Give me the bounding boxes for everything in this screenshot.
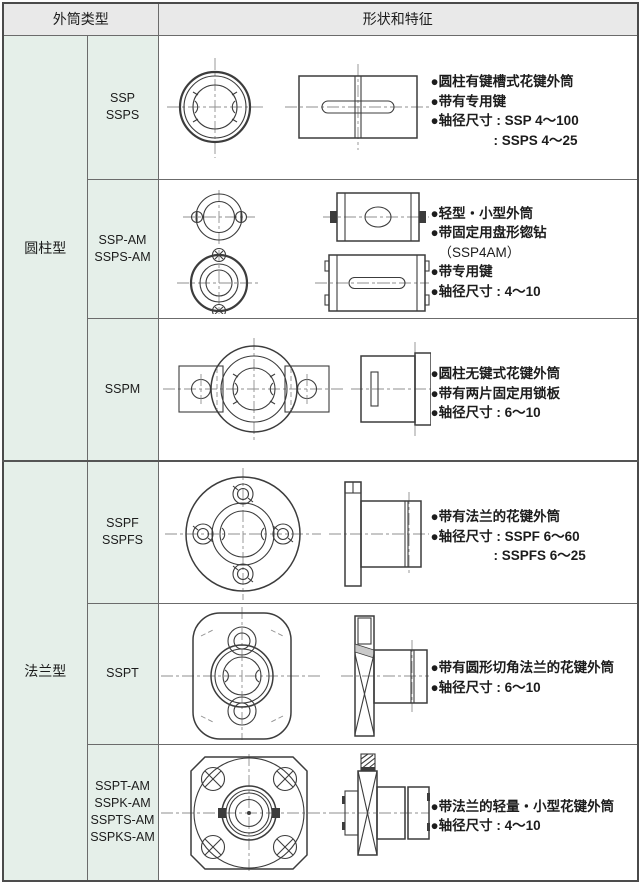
content-sspt-am: ●带法兰的轻量・小型花键外筒 ●轴径尺寸 : 4～10: [157, 743, 639, 882]
feature-line: ●轴径尺寸 : 4～10: [430, 283, 541, 299]
side-view: [336, 753, 430, 856]
front-view: [160, 754, 339, 873]
feature-list-sspm: ●圆柱无键式花键外筒 ●带有两片固定用锁板 ●轴径尺寸 : 6～10: [431, 356, 638, 423]
sspf-front-side-view: [164, 468, 429, 601]
group-label-cylindrical: 圆柱型: [2, 34, 88, 462]
model-name: SSP-AM: [98, 232, 147, 247]
feature-list-sspf: ●带有法兰的花键外筒 ●轴径尺寸 : SSPF 6～60 : SSPFS 6～2…: [431, 499, 638, 566]
feature-line: ●圆柱无键式花键外筒: [430, 366, 561, 381]
feature-line: ●带有圆形切角法兰的花键外筒: [430, 660, 615, 675]
model-cell-sspf: SSPF SSPFS: [86, 460, 159, 604]
feature-list-sspt-am: ●带法兰的轻量・小型花键外筒 ●轴径尺寸 : 4～10: [431, 789, 638, 836]
ssp-am-front-side-view: [176, 189, 430, 314]
side-view-bottom: [314, 253, 430, 312]
model-name: SSP: [109, 91, 135, 105]
feature-list-ssp: ●圆柱有键槽式花键外筒 ●带有专用键 ●轴径尺寸 : SSP 4～100 : S…: [431, 64, 638, 150]
content-sspf: ●带有法兰的花键外筒 ●轴径尺寸 : SSPF 6～60 : SSPFS 6～2…: [157, 460, 639, 604]
feature-line: ●圆柱有键槽式花键外筒: [430, 74, 574, 89]
feature-line: ●带有两片固定用锁板: [430, 385, 561, 401]
ssp-technical-drawing: [159, 40, 431, 174]
model-name: SSPK-AM: [94, 796, 151, 811]
side-view: [284, 64, 429, 150]
feature-line: : SSPS 4～25: [493, 132, 578, 148]
model-name: SSPS: [105, 108, 140, 122]
sspf-technical-drawing: [159, 464, 431, 601]
sspm-front-side-view: [162, 338, 431, 441]
content-sspt: ●带有圆形切角法兰的花键外筒 ●轴径尺寸 : 6～10: [157, 602, 639, 745]
model-cell-sspm: SSPM: [86, 317, 159, 462]
feature-line: ●带固定用盘形锪钻: [430, 225, 547, 241]
front-view: [164, 468, 321, 601]
group-label-flange: 法兰型: [2, 460, 88, 882]
model-cell-sspt-am: SSPT-AM SSPK-AM SSPTS-AM SSPKS-AM: [86, 743, 159, 882]
front-view: [160, 607, 323, 740]
side-view: [328, 481, 429, 587]
feature-line: ●轴径尺寸 : SSP 4～100: [430, 113, 579, 128]
side-view: [340, 615, 429, 737]
content-ssp: ●圆柱有键槽式花键外筒 ●带有专用键 ●轴径尺寸 : SSP 4～100 : S…: [157, 34, 639, 180]
model-name: SSPS-AM: [94, 249, 151, 264]
feature-line: ●带专用键: [430, 264, 493, 280]
model-name: SSPT-AM: [95, 779, 150, 794]
model-cell-ssp-am: SSP-AM SSPS-AM: [86, 178, 159, 319]
sspt-technical-drawing: [159, 606, 431, 741]
side-view-top: [322, 191, 429, 242]
sspt-am-technical-drawing: [159, 750, 431, 874]
feature-list-sspt: ●带有圆形切角法兰的花键外筒 ●轴径尺寸 : 6～10: [431, 650, 638, 697]
model-name: SSPFS: [102, 533, 143, 548]
feature-line: ●轻型・小型外筒: [430, 205, 534, 221]
model-name: SSPM: [104, 381, 141, 396]
content-ssp-am: ●轻型・小型外筒 ●带固定用盘形锪钻 （SSP4AM） ●带专用键 ●轴径尺寸 …: [157, 178, 639, 319]
ssp-front-side-view: [166, 58, 429, 158]
feature-line: ●轴径尺寸 : SSPF 6～60: [430, 528, 580, 544]
sspm-technical-drawing: [159, 322, 431, 456]
model-name: SSPF: [106, 516, 139, 531]
content-sspm: ●圆柱无键式花键外筒 ●带有两片固定用锁板 ●轴径尺寸 : 6～10: [157, 317, 639, 462]
feature-line: ●带法兰的轻量・小型花键外筒: [430, 798, 615, 814]
front-view: [166, 58, 263, 158]
feature-line: （SSP4AM）: [438, 244, 521, 260]
sspt-am-front-side-view: [160, 753, 430, 873]
feature-list-ssp-am: ●轻型・小型外筒 ●带固定用盘形锪钻 （SSP4AM） ●带专用键 ●轴径尺寸 …: [431, 196, 638, 302]
feature-line: ●轴径尺寸 : 4～10: [430, 818, 541, 834]
front-view: [162, 338, 345, 441]
front-view-bottom: [176, 247, 261, 314]
side-view: [350, 342, 431, 437]
feature-line: ●带有法兰的花键外筒: [430, 509, 561, 524]
model-name: SSPT: [106, 666, 139, 680]
feature-line: ●带有专用键: [430, 93, 507, 109]
feature-line: : SSPFS 6～25: [493, 548, 586, 563]
model-name: SSPKS-AM: [90, 830, 155, 845]
header-shape-features: 形状和特征: [157, 2, 639, 36]
ssp-am-technical-drawing: [159, 184, 431, 314]
sspt-front-side-view: [160, 607, 429, 740]
model-cell-sspt: SSPT: [86, 602, 159, 745]
header-outer-cylinder-type: 外筒类型: [2, 2, 159, 36]
feature-line: ●轴径尺寸 : 6～10: [430, 405, 541, 420]
model-name: SSPTS-AM: [90, 813, 155, 828]
model-cell-ssp: SSP SSPS: [86, 34, 159, 180]
feature-line: ●轴径尺寸 : 6～10: [430, 679, 541, 695]
front-view-top: [182, 189, 255, 244]
